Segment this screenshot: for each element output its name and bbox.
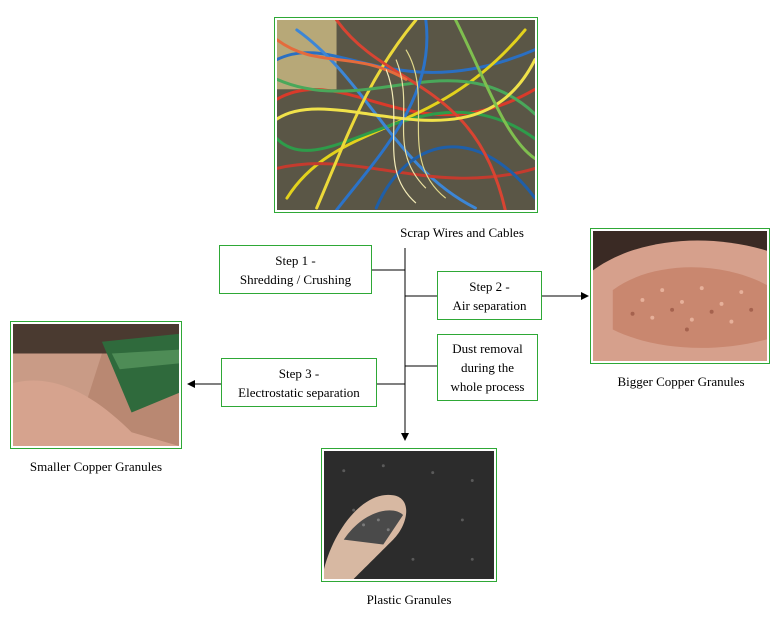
- step-3-description: Electrostatic separation: [238, 384, 360, 400]
- plastic-granules-image: [321, 448, 497, 582]
- bigger-copper-caption: Bigger Copper Granules: [617, 374, 745, 389]
- step-1-box: Step 1 - Shredding / Crushing: [219, 245, 372, 294]
- dust-removal-line-3: whole process: [450, 379, 525, 394]
- dust-removal-box: Dust removal during the whole process: [437, 334, 538, 401]
- smaller-copper-caption: Smaller Copper Granules: [29, 459, 163, 474]
- dust-removal-line-2: during the: [460, 360, 515, 375]
- plastic-granules-caption: Plastic Granules: [366, 592, 452, 607]
- scrap-wires-caption: Scrap Wires and Cables: [400, 225, 524, 240]
- scrap-wires-image: [274, 17, 538, 213]
- step-2-box: Step 2 - Air separation: [437, 271, 542, 320]
- step-2-description: Air separation: [452, 297, 527, 313]
- step-3-box: Step 3 - Electrostatic separation: [221, 358, 377, 407]
- dust-removal-line-1: Dust removal: [452, 341, 523, 356]
- step-2-title: Step 2 -: [469, 278, 510, 294]
- step-1-description: Shredding / Crushing: [239, 271, 352, 287]
- smaller-copper-image: [10, 321, 182, 449]
- bigger-copper-image: [590, 228, 770, 364]
- step-1-title: Step 1 -: [275, 252, 316, 268]
- step-3-title: Step 3 -: [278, 365, 320, 381]
